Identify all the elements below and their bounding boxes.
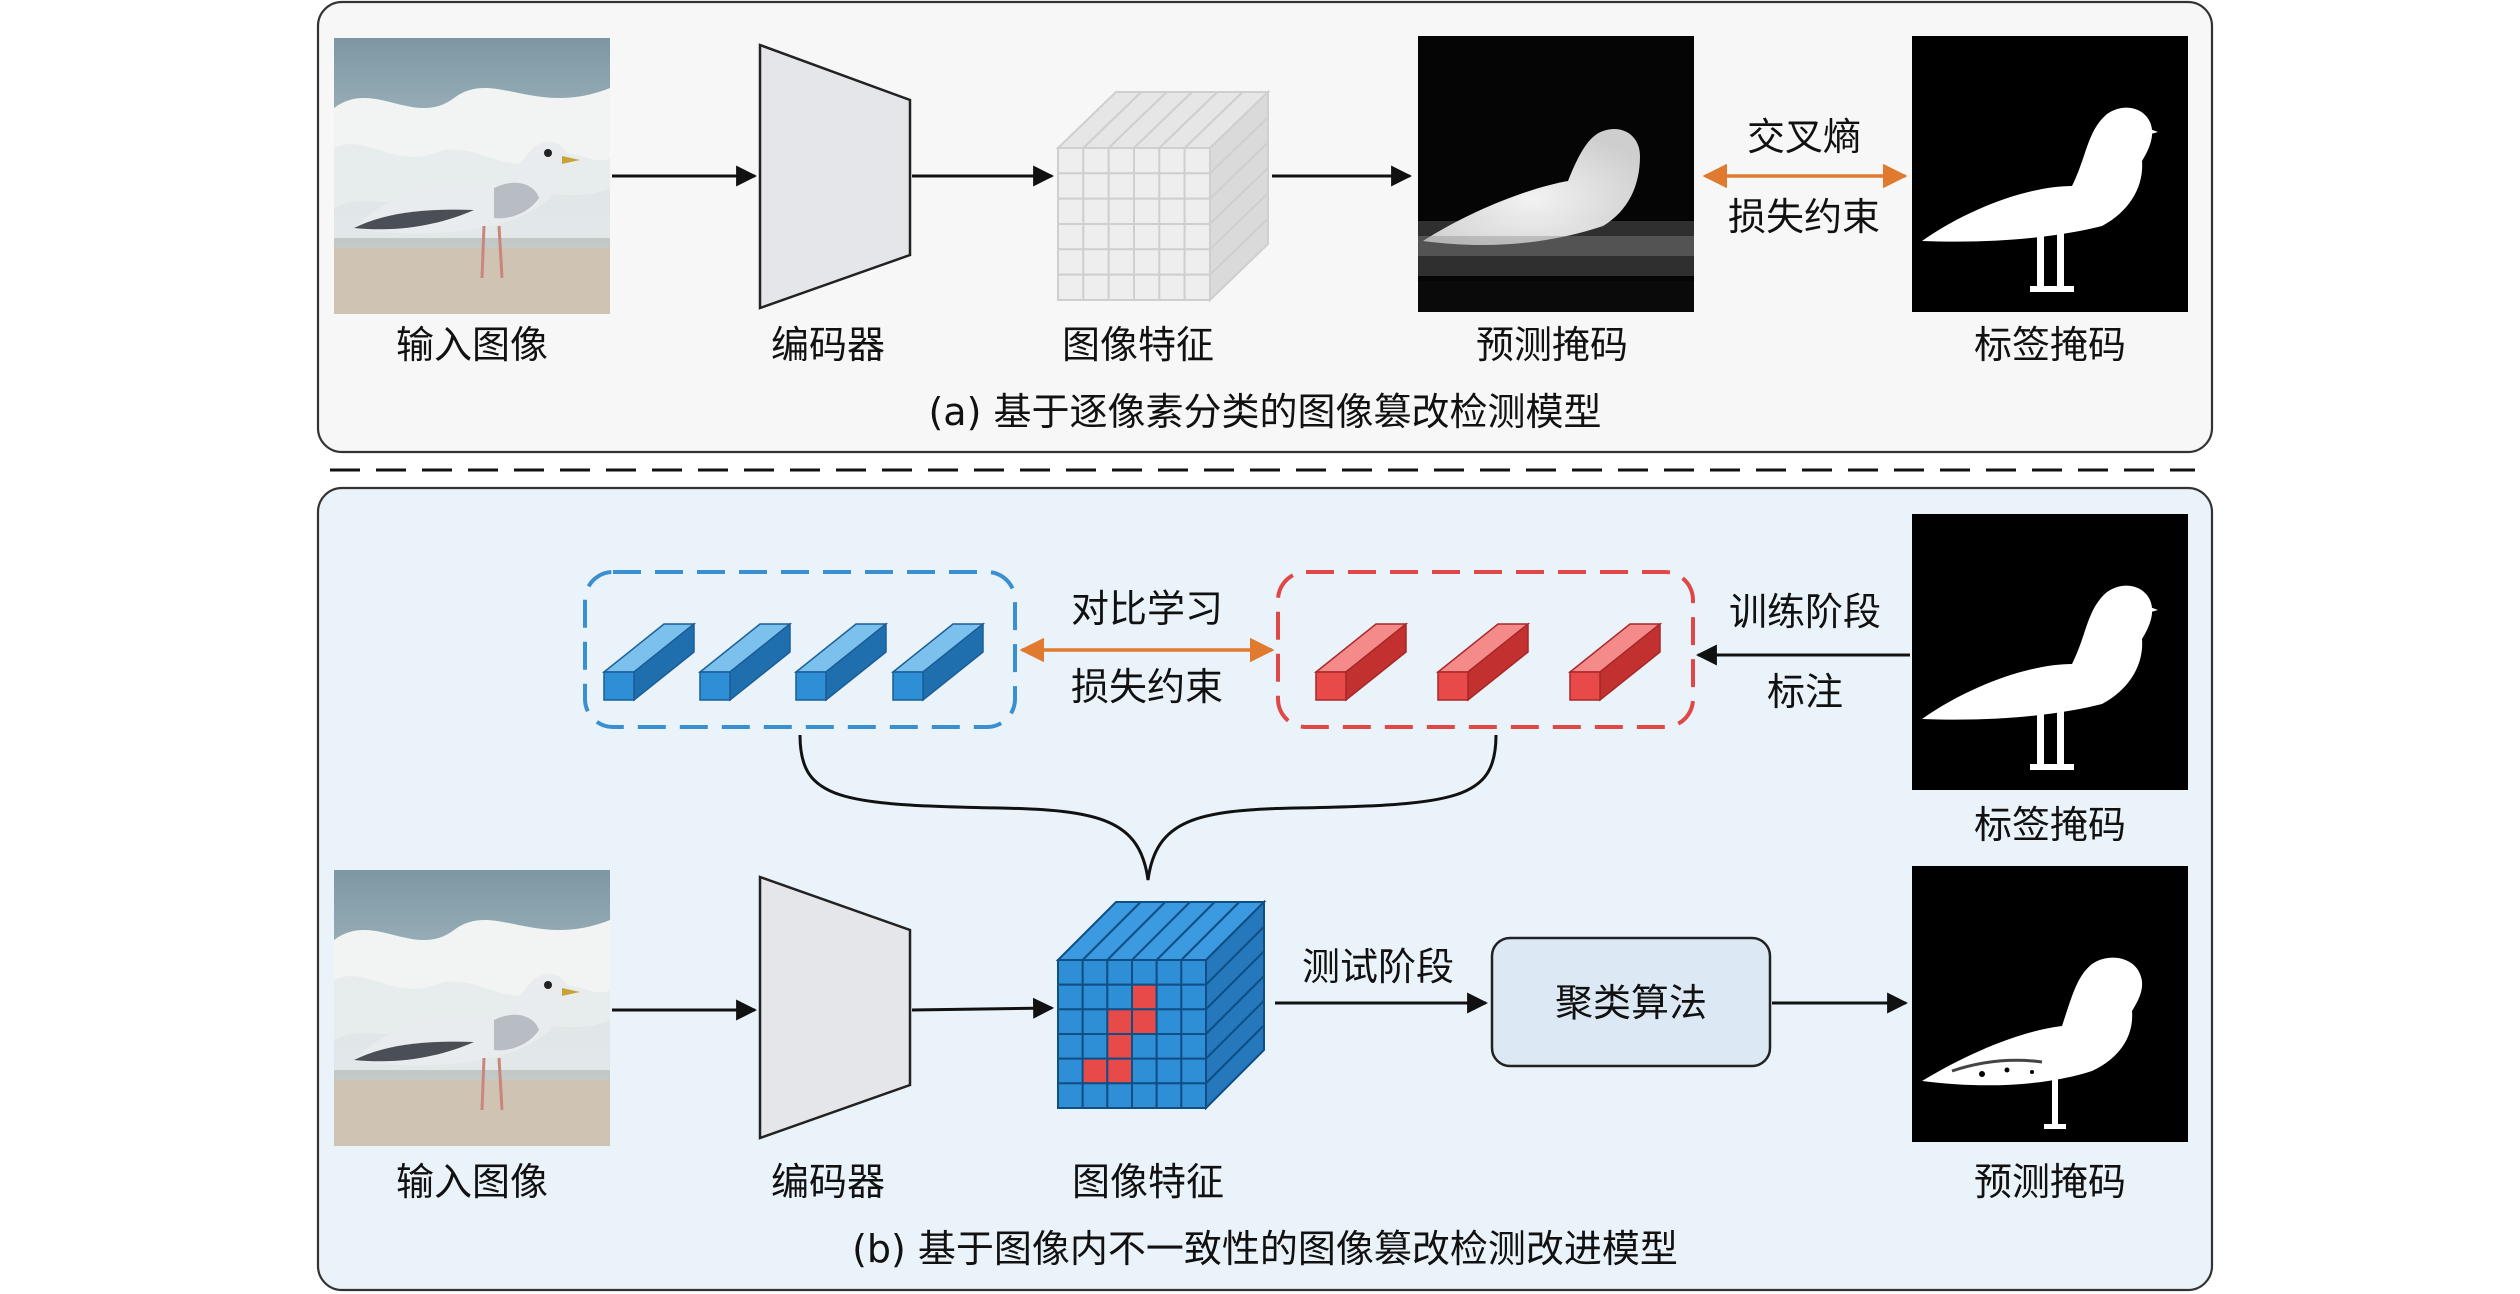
input-image-b (332, 868, 612, 1148)
input-label-a: 输入图像 (396, 323, 548, 367)
blue-feature-group (583, 570, 1017, 729)
caption-b: (b) 基于图像内不一致性的图像篡改检测改进模型 (852, 1227, 1678, 1271)
encoder-block-a (758, 43, 912, 310)
feature-cube-a (1055, 89, 1271, 303)
blue-vector-1 (601, 622, 697, 702)
red-vector-3 (1567, 622, 1663, 702)
blue-vector-4 (890, 622, 986, 702)
pred-label-a: 预测掩码 (1476, 323, 1628, 367)
blue-feature-vectors (601, 622, 986, 702)
contrast-line2: 损失约束 (1071, 665, 1223, 709)
feature-label-b: 图像特征 (1072, 1160, 1224, 1204)
red-feature-vectors (1313, 622, 1663, 702)
cluster-box (1490, 936, 1772, 1068)
encoder-label-b: 编码器 (771, 1160, 885, 1204)
grouping-brace (798, 734, 1498, 881)
loss-line2-a: 损失约束 (1728, 195, 1880, 239)
blue-vector-2 (697, 622, 793, 702)
test-label: 测试阶段 (1302, 945, 1454, 989)
input-label-b: 输入图像 (396, 1160, 548, 1204)
gt-label-b: 标签掩码 (1974, 803, 2126, 847)
gt-label-a: 标签掩码 (1974, 323, 2126, 367)
arrow-encoder-feature-b (911, 997, 1055, 1019)
red-vector-2 (1435, 622, 1531, 702)
contrast-line1: 对比学习 (1071, 587, 1223, 631)
feature-label-a: 图像特征 (1062, 323, 1214, 367)
blue-vector-3 (793, 622, 889, 702)
loss-line1-a: 交叉熵 (1747, 115, 1861, 159)
cluster-label: 聚类算法 (1555, 981, 1707, 1025)
red-feature-group (1276, 570, 1695, 729)
predicted-mask-a (1418, 36, 1694, 312)
encoder-block-b (758, 875, 912, 1140)
feature-cube-b (1055, 899, 1267, 1111)
gt-mask-b (1912, 514, 2188, 790)
input-image-a (332, 36, 612, 316)
train-line1: 训练阶段 (1729, 590, 1881, 634)
gt-mask-a (1912, 36, 2188, 312)
red-vector-1 (1313, 622, 1409, 702)
train-line2: 标注 (1767, 670, 1843, 714)
predicted-mask-b (1912, 866, 2188, 1142)
caption-a: (a) 基于逐像素分类的图像篡改检测模型 (928, 390, 1601, 434)
pred-label-b: 预测掩码 (1974, 1160, 2126, 1204)
encoder-label-a: 编码器 (771, 323, 885, 367)
